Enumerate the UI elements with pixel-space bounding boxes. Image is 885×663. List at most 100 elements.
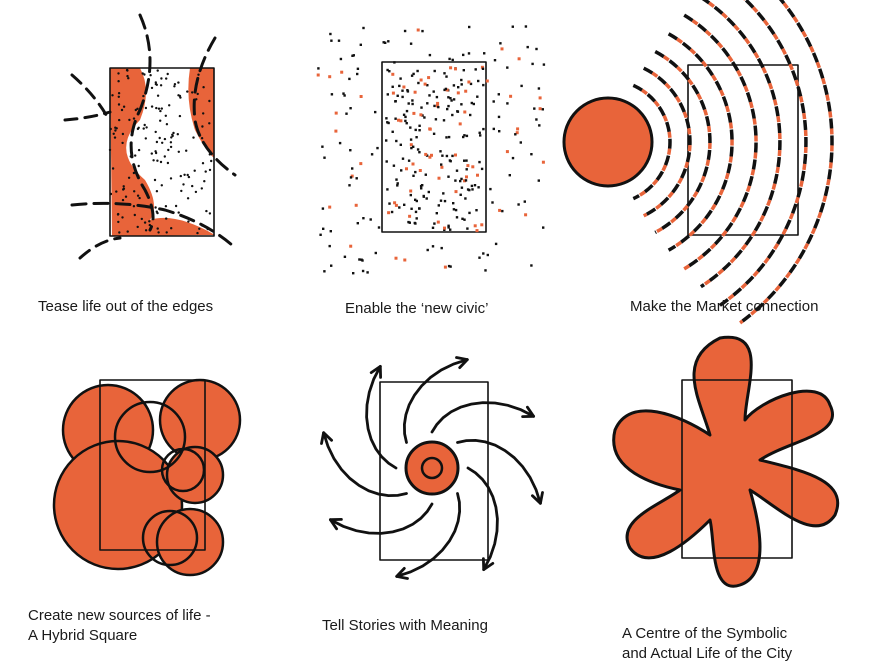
dot <box>203 180 205 182</box>
dot <box>118 119 120 121</box>
dot <box>188 176 190 178</box>
dot <box>317 67 319 69</box>
dot <box>154 179 156 181</box>
dot <box>173 85 175 87</box>
dot <box>447 105 449 107</box>
dot <box>477 80 479 82</box>
dot <box>411 103 413 105</box>
dot <box>127 230 129 232</box>
dot <box>439 150 441 152</box>
dot <box>383 41 385 43</box>
dot <box>489 188 491 190</box>
dot <box>491 201 493 203</box>
dot <box>323 157 325 159</box>
dot <box>412 146 414 148</box>
panel-tell-stories: Tell Stories with Meaning <box>295 320 560 663</box>
ripple-arc-accent <box>655 52 710 233</box>
dot <box>432 245 434 247</box>
orange-dot <box>395 204 398 207</box>
dot <box>396 184 398 186</box>
dot <box>506 66 508 68</box>
dot <box>208 100 210 102</box>
dot <box>353 54 355 56</box>
dot <box>420 185 422 187</box>
dot <box>471 185 473 187</box>
dot <box>167 162 169 164</box>
dot <box>178 151 180 153</box>
dot <box>398 206 400 208</box>
dot <box>433 90 435 92</box>
dot <box>112 167 114 169</box>
orange-dot <box>480 223 483 226</box>
dot <box>155 131 157 133</box>
site-rectangle <box>688 65 798 235</box>
dot <box>123 188 125 190</box>
dot <box>329 33 331 35</box>
dot <box>457 86 459 88</box>
dot <box>323 270 325 272</box>
dot <box>191 91 193 93</box>
tease-life-sketch <box>0 0 295 290</box>
caption: Tell Stories with Meaning <box>322 616 488 635</box>
dot <box>461 218 463 220</box>
dot <box>349 149 351 151</box>
dot <box>475 68 477 70</box>
orange-dot <box>443 227 446 230</box>
dot <box>370 218 372 220</box>
dot <box>371 153 373 155</box>
dot <box>319 234 321 236</box>
dot <box>344 256 346 258</box>
dot <box>144 124 146 126</box>
dot <box>481 168 483 170</box>
orange-dot <box>440 166 443 169</box>
dot <box>499 42 501 44</box>
dot <box>385 139 387 141</box>
dot <box>209 153 211 155</box>
dot <box>160 84 162 86</box>
starburst-shape <box>614 337 838 586</box>
dot <box>131 133 133 135</box>
dot <box>191 219 193 221</box>
dot <box>133 205 135 207</box>
orange-dot <box>516 127 519 130</box>
dot <box>349 107 351 109</box>
dot <box>145 229 147 231</box>
dot <box>524 200 526 202</box>
new-civic-sketch <box>295 0 560 290</box>
dot <box>445 75 447 77</box>
dot <box>426 102 428 104</box>
dot <box>167 73 169 75</box>
dot <box>143 127 145 129</box>
dot <box>133 190 135 192</box>
orange-dot <box>393 201 396 204</box>
dot <box>141 218 143 220</box>
dot <box>414 171 416 173</box>
dot <box>520 141 522 143</box>
dot <box>441 247 443 249</box>
dot <box>456 170 458 172</box>
dot <box>322 207 324 209</box>
dot <box>416 217 418 219</box>
orange-dot <box>414 91 417 94</box>
dot <box>179 96 181 98</box>
dot <box>135 109 137 111</box>
dot <box>362 217 364 219</box>
orange-dot <box>539 107 542 110</box>
dot <box>156 141 158 143</box>
dot <box>415 211 417 213</box>
dot <box>386 121 388 123</box>
dot <box>168 104 170 106</box>
dot <box>376 147 378 149</box>
dot <box>329 245 331 247</box>
orange-dot <box>419 169 422 172</box>
dot <box>512 26 514 28</box>
dot <box>345 113 347 115</box>
orange-dot <box>474 224 477 227</box>
dot <box>397 95 399 97</box>
caption: Tease life out of the edges <box>38 297 213 316</box>
orange-dot <box>454 154 457 157</box>
dot <box>117 221 119 223</box>
dot <box>149 224 151 226</box>
dot <box>117 80 119 82</box>
dot <box>151 152 153 154</box>
